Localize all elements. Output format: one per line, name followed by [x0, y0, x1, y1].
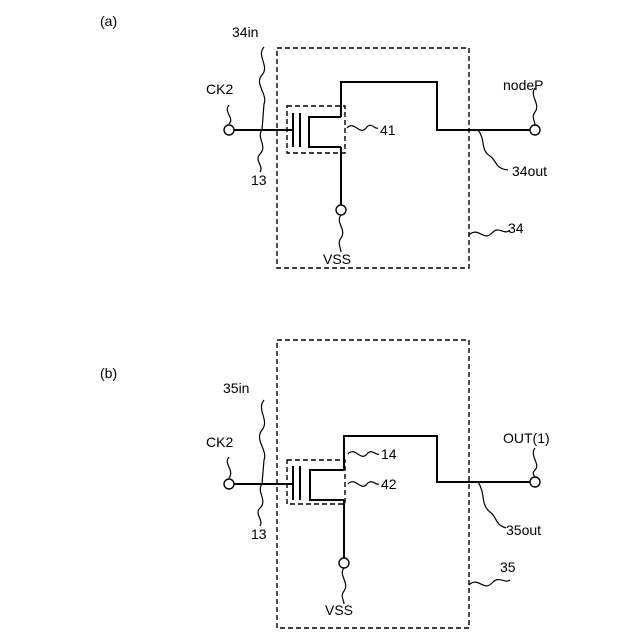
leader-ck2-a: [227, 105, 230, 124]
label-vss-b: VSS: [325, 602, 353, 618]
label-34out: 34out: [512, 163, 547, 179]
label-41: 41: [380, 122, 396, 138]
label-13-a: 13: [251, 172, 267, 188]
label-35in: 35in: [223, 380, 249, 396]
label-34: 34: [508, 220, 524, 236]
label-42: 42: [381, 476, 397, 492]
leader-35in: [259, 400, 264, 484]
drain-output-wire-a: [341, 82, 530, 130]
panel-label-a: (a): [100, 13, 117, 29]
leader-vss-a: [339, 215, 343, 252]
leader-out1: [533, 448, 537, 477]
vss-terminal-b: [339, 558, 349, 568]
panel-label-b: (b): [100, 365, 117, 381]
leader-nodep: [533, 88, 537, 125]
label-ck2-b: CK2: [206, 434, 233, 450]
vss-terminal-a: [336, 205, 346, 215]
transistor-41-outline: [287, 106, 345, 153]
leader-34: [469, 230, 510, 236]
leader-35out: [478, 482, 506, 528]
label-34in: 34in: [232, 24, 258, 40]
ck2-terminal-b: [224, 479, 234, 489]
transistor-body-b: [310, 470, 344, 500]
leader-35: [469, 580, 510, 586]
block-35-outline: [277, 340, 469, 628]
leader-41: [347, 125, 378, 130]
label-vss-a: VSS: [323, 251, 351, 267]
leader-42: [348, 482, 379, 487]
leader-vss-b: [342, 568, 346, 604]
label-14: 14: [381, 446, 397, 462]
label-13-b: 13: [251, 526, 267, 542]
nodep-terminal: [530, 125, 540, 135]
leader-13-a: [258, 130, 263, 172]
leader-34in: [259, 47, 264, 130]
transistor-42-outline: [287, 460, 345, 504]
leader-14: [348, 452, 379, 457]
out1-terminal: [530, 477, 540, 487]
label-35out: 35out: [506, 522, 541, 538]
label-35: 35: [500, 559, 516, 575]
leader-13-b: [258, 484, 263, 526]
label-out1: OUT(1): [503, 430, 550, 446]
label-ck2-a: CK2: [206, 81, 233, 97]
ck2-terminal-a: [224, 125, 234, 135]
transistor-body-a: [309, 117, 341, 147]
figure-b: (b) 35in CK2 13 14 42 OUT(1) 35o: [100, 340, 550, 628]
leader-34out: [478, 130, 508, 170]
figure-a: (a) 34in CK2 13 41 nodeP 3: [100, 13, 547, 268]
label-nodep: nodeP: [503, 77, 543, 93]
leader-ck2-b: [227, 457, 230, 478]
